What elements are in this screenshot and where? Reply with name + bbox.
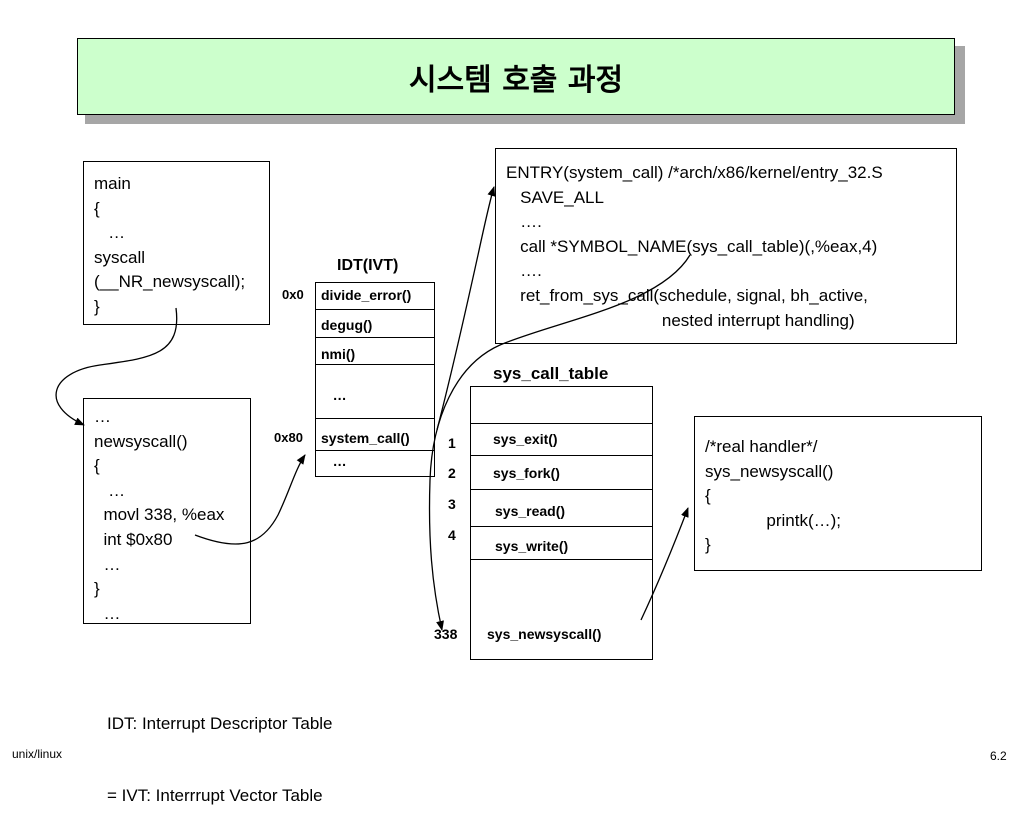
- entry-line: call *SYMBOL_NAME(sys_call_table)(,%eax,…: [506, 236, 878, 256]
- sys-call-table: [470, 386, 653, 660]
- note-line: IDT: Interrupt Descriptor Table: [107, 714, 333, 733]
- note-line: = IVT: Interrrupt Vector Table: [107, 786, 323, 805]
- arrow-idt-to-entry: [436, 186, 496, 431]
- newsyscall-line: …: [94, 480, 126, 500]
- sct-number: 4: [448, 527, 456, 543]
- arrow-entry-to-table: [428, 254, 691, 631]
- sct-row: [471, 490, 652, 527]
- newsyscall-line: …: [94, 407, 111, 426]
- newsyscall-line: }: [94, 579, 100, 599]
- newsyscall-line: {: [94, 456, 100, 476]
- entry-code-box: ENTRY(system_call) /*arch/x86/kernel/ent…: [495, 148, 957, 344]
- main-line: {: [94, 198, 100, 218]
- sct-number: 3: [448, 496, 456, 512]
- idt-row-label: …: [321, 453, 347, 469]
- sct-row: [471, 387, 652, 424]
- footer-right: 6.2: [990, 749, 1007, 763]
- idt-row-label: divide_error(): [321, 287, 412, 303]
- main-line: …: [94, 223, 126, 243]
- sct-entry: sys_newsyscall(): [487, 626, 602, 642]
- idt-row-label: nmi(): [321, 346, 356, 362]
- slide-title: 시스템 호출 과정: [77, 38, 955, 115]
- idt-row: divide_error(): [316, 283, 434, 310]
- sct-number: 2: [448, 465, 456, 481]
- main-line: main: [94, 174, 131, 193]
- newsyscall-line: …: [94, 603, 121, 623]
- idt-row-label: system_call(): [321, 430, 410, 446]
- newsyscall-line: int $0x80: [94, 529, 173, 549]
- arrow-int-to-idt: [194, 454, 306, 545]
- idt-title: IDT(IVT): [337, 257, 399, 274]
- main-line: (__NR_newsyscall);: [94, 272, 246, 292]
- newsyscall-line: newsyscall(): [94, 431, 188, 451]
- arrow-table-to-handler: [640, 507, 689, 621]
- entry-line: ….: [506, 212, 542, 232]
- entry-line: ENTRY(system_call) /*arch/x86/kernel/ent…: [506, 163, 883, 182]
- sct-entry: sys_exit(): [493, 431, 558, 447]
- handler-line: printk(…);: [705, 510, 842, 530]
- entry-line: ….: [506, 261, 542, 281]
- entry-line: nested interrupt handling): [506, 310, 855, 330]
- newsyscall-code-box: … newsyscall() { … movl 338, %eax int $0…: [83, 398, 251, 624]
- footer-left: unix/linux: [12, 747, 63, 761]
- idt-row: degug(): [316, 310, 434, 338]
- main-code-box: main { … syscall (__NR_newsyscall); }: [83, 161, 270, 325]
- flow-arrows: [55, 186, 691, 631]
- sct-row: [471, 527, 652, 560]
- sct-entry: sys_write(): [495, 538, 569, 554]
- sct-row: [471, 424, 652, 456]
- idt-row: system_call(): [316, 419, 434, 451]
- sct-entry: sys_fork(): [493, 465, 560, 481]
- handler-line: /*real handler*/: [705, 437, 818, 456]
- newsyscall-line: …: [94, 554, 121, 574]
- idt-row-label: …: [321, 387, 347, 403]
- newsyscall-line: movl 338, %eax: [94, 505, 225, 525]
- main-line: syscall: [94, 247, 146, 267]
- handler-line: sys_newsyscall(): [705, 461, 834, 481]
- sys-call-table-title: sys_call_table: [493, 364, 609, 383]
- handler-line: }: [705, 535, 711, 555]
- idt-row-label: degug(): [321, 317, 373, 333]
- idt-row: nmi(): [316, 338, 434, 365]
- handler-code-box: /*real handler*/ sys_newsyscall() { prin…: [694, 416, 982, 571]
- idt-row: …: [316, 451, 434, 476]
- main-line: }: [94, 296, 100, 316]
- sct-row: [471, 456, 652, 490]
- idt-addr-80: 0x80: [274, 430, 303, 445]
- handler-line: {: [705, 486, 711, 506]
- idt-table: divide_error() degug() nmi() … system_ca…: [315, 282, 435, 477]
- idt-addr-0: 0x0: [282, 287, 304, 302]
- arrow-main-to-newsyscall: [55, 307, 178, 426]
- entry-line: SAVE_ALL: [506, 187, 604, 207]
- sct-entry: sys_read(): [495, 503, 566, 519]
- entry-line: ret_from_sys_call(schedule, signal, bh_a…: [506, 285, 868, 305]
- sct-number: 1: [448, 435, 456, 451]
- idt-row: …: [316, 365, 434, 419]
